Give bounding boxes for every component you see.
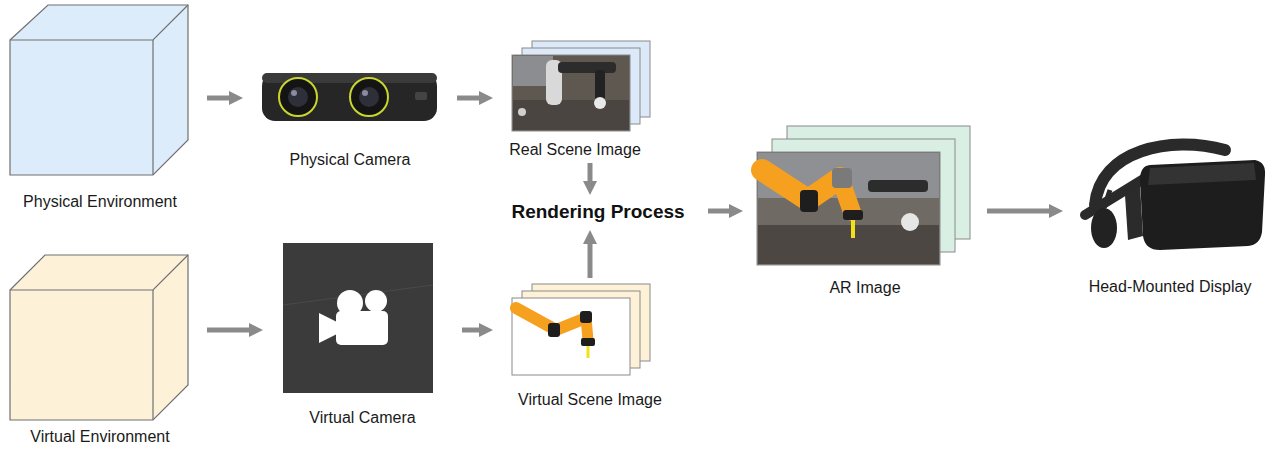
photo [757, 152, 940, 265]
robot-joint [843, 210, 863, 220]
cube-edge [152, 290, 153, 420]
environment-box: Virtual Environment [5, 255, 195, 447]
hmd-side [1125, 185, 1143, 240]
robot-link [868, 180, 928, 192]
hmd-headphone [1091, 208, 1117, 248]
robot-joint [548, 323, 560, 337]
image-stack-box: Real Scene Image [505, 40, 645, 160]
node-label: Physical Camera [290, 150, 411, 170]
hmd-visor [1140, 160, 1265, 250]
cube-edge [10, 255, 188, 290]
robot-tool [587, 346, 590, 358]
lens-glass [359, 87, 379, 107]
camera-body [262, 73, 437, 121]
flow-arrow [207, 96, 230, 101]
node-label: Virtual Scene Image [518, 390, 662, 410]
flow-arrow [207, 328, 250, 333]
stereo-camera [262, 73, 437, 121]
image-stack-box: AR Image [755, 120, 975, 298]
cube-face [10, 255, 188, 420]
camera-box: Virtual Camera [275, 240, 450, 428]
node-label: Head-Mounted Display [1089, 277, 1252, 297]
camera-body-icon [336, 311, 388, 345]
image-stack-box: Virtual Scene Image [505, 282, 675, 410]
flow-arrow [462, 328, 480, 333]
flow-arrow [588, 163, 593, 182]
node-label: AR Image [829, 278, 900, 298]
flow-arrow [708, 209, 730, 214]
node-label: Physical Environment [23, 192, 177, 212]
photo-table [513, 100, 629, 130]
environment-box: Physical Environment [5, 2, 195, 212]
robot-gripper [901, 213, 919, 231]
node-label: Virtual Environment [30, 427, 169, 447]
camera-port [415, 92, 427, 100]
cube-face [10, 5, 188, 175]
cube-edge [152, 40, 153, 175]
lens-glass [288, 87, 308, 107]
display-box: Head-Mounted Display [1075, 135, 1265, 297]
virtual-camera [283, 243, 433, 393]
photo-object [518, 108, 526, 116]
hmd-headphone-arm [1104, 190, 1110, 208]
physical-cube [10, 5, 188, 175]
flow-arrow [588, 243, 593, 278]
virtual-cube [10, 255, 188, 420]
cube-edge [10, 5, 188, 40]
node-label: Virtual Camera [309, 408, 415, 428]
robot-link [558, 62, 616, 73]
hmd-highlight [1148, 163, 1256, 185]
robot-link [595, 70, 605, 100]
camera-panel [283, 243, 433, 393]
flow-arrow [987, 209, 1050, 214]
camera-lens [279, 78, 317, 116]
photo [512, 55, 630, 131]
process-label: Rendering Process [511, 200, 684, 224]
node-label: Real Scene Image [509, 140, 641, 160]
render [512, 298, 630, 375]
lens-glint [291, 90, 297, 96]
flow-arrow [457, 96, 480, 101]
lens-glint [362, 90, 368, 96]
camera-lens-icon [319, 313, 337, 343]
ar-image-stack [757, 126, 970, 265]
process-box: Rendering Process [500, 198, 696, 226]
robot-joint [832, 168, 852, 188]
robot-joint [580, 311, 592, 323]
robot-joint [800, 190, 818, 212]
virtual-scene-stack [512, 284, 650, 375]
photo-table [758, 225, 939, 264]
camera-box: Physical Camera [255, 62, 445, 170]
camera-reel [365, 290, 387, 312]
real-scene-stack [512, 41, 650, 131]
robot-gripper [594, 97, 606, 109]
robot-tool [851, 220, 855, 238]
camera-lens [350, 78, 388, 116]
head-mounted-display [1085, 145, 1265, 250]
robot-joint [581, 338, 595, 346]
